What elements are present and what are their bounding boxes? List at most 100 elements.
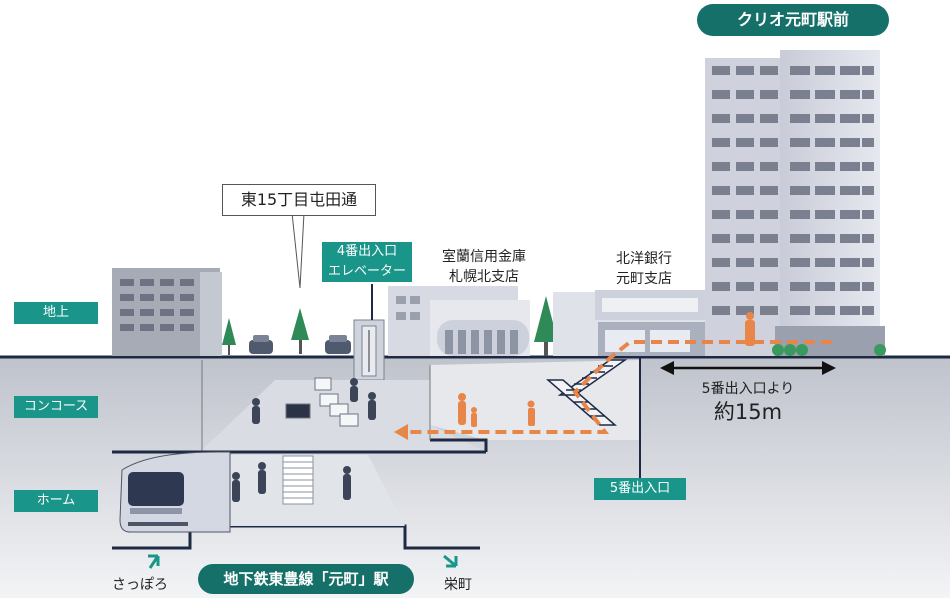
exit4-label-line1: 4番出入口 bbox=[322, 242, 412, 262]
tower-window bbox=[760, 234, 778, 243]
level-concourse-tag: コンコース bbox=[14, 396, 98, 418]
ticket-gates bbox=[285, 377, 359, 427]
tower-window bbox=[736, 234, 754, 243]
tower-window bbox=[815, 114, 835, 123]
tower-window bbox=[736, 90, 754, 99]
tower-window bbox=[790, 186, 810, 195]
tower-window bbox=[790, 114, 810, 123]
tower-window bbox=[712, 66, 730, 75]
tower-window bbox=[790, 306, 810, 315]
tower-window bbox=[815, 66, 835, 75]
tower-window bbox=[815, 90, 835, 99]
muroran-bank-name: 室蘭信用金庫 bbox=[442, 249, 526, 265]
tower-window bbox=[736, 138, 754, 147]
tower-window bbox=[815, 258, 835, 267]
route-arrowhead bbox=[394, 424, 408, 440]
tower-window bbox=[760, 90, 778, 99]
tower-window bbox=[840, 234, 860, 243]
tower-window bbox=[815, 306, 835, 315]
tower-window bbox=[862, 282, 874, 291]
tower-window bbox=[840, 306, 860, 315]
tower-window bbox=[862, 90, 874, 99]
arrow-sapporo bbox=[148, 554, 160, 569]
tower-window bbox=[760, 210, 778, 219]
route-to-exit5 bbox=[400, 340, 832, 434]
hokuyo-bank-building bbox=[553, 290, 713, 356]
tower-window bbox=[760, 186, 778, 195]
hokuyo-bank-name: 北洋銀行 bbox=[616, 251, 672, 267]
tower-window bbox=[815, 186, 835, 195]
tower-window bbox=[862, 234, 874, 243]
tower-window bbox=[736, 162, 754, 171]
tower-window bbox=[760, 114, 778, 123]
tower-window bbox=[760, 306, 778, 315]
tower-window bbox=[840, 66, 860, 75]
street-name-callout: 東15丁目屯田通 bbox=[222, 184, 376, 216]
tower-window bbox=[712, 114, 730, 123]
tower-window bbox=[790, 282, 810, 291]
clio-tower bbox=[705, 50, 885, 356]
building-badge: クリオ元町駅前 bbox=[697, 4, 889, 36]
exit5-stairs bbox=[545, 359, 628, 426]
tower-window bbox=[815, 234, 835, 243]
people-orange bbox=[458, 312, 755, 427]
tower-window bbox=[840, 138, 860, 147]
level-ground-tag: 地上 bbox=[14, 302, 98, 324]
tower-window bbox=[840, 162, 860, 171]
tower-window bbox=[862, 186, 874, 195]
tower-window bbox=[862, 210, 874, 219]
tower-window bbox=[712, 138, 730, 147]
tower-window bbox=[760, 282, 778, 291]
tower-window bbox=[840, 210, 860, 219]
tower-window bbox=[712, 162, 730, 171]
tower-window bbox=[790, 258, 810, 267]
tower-window bbox=[840, 282, 860, 291]
tower-window bbox=[790, 66, 810, 75]
tower-window bbox=[840, 114, 860, 123]
tower-window bbox=[760, 66, 778, 75]
tower-window bbox=[862, 114, 874, 123]
tower-window bbox=[712, 258, 730, 267]
tower-window bbox=[815, 210, 835, 219]
tower-window bbox=[815, 282, 835, 291]
cars bbox=[249, 335, 351, 354]
tower-window bbox=[790, 234, 810, 243]
exit4-label-line2: エレベーター bbox=[322, 262, 412, 282]
distance-arrow bbox=[660, 361, 836, 375]
distance-from-exit5: 5番出入口より bbox=[701, 381, 795, 397]
exit4-elevator-structure bbox=[353, 284, 385, 381]
tower-window bbox=[712, 210, 730, 219]
tower-window bbox=[712, 234, 730, 243]
tower-window bbox=[712, 282, 730, 291]
tower-window bbox=[815, 162, 835, 171]
tower-window bbox=[790, 138, 810, 147]
tower-window bbox=[862, 66, 874, 75]
tower-window bbox=[862, 258, 874, 267]
tower-window bbox=[736, 210, 754, 219]
distance-value: 約15m bbox=[713, 400, 783, 424]
tower-window bbox=[736, 114, 754, 123]
tower-window bbox=[760, 162, 778, 171]
arrow-sakaemachi bbox=[443, 554, 458, 568]
tower-window bbox=[862, 162, 874, 171]
muroran-bank-building bbox=[388, 286, 530, 356]
tower-window bbox=[790, 162, 810, 171]
tower-window bbox=[760, 258, 778, 267]
tower-window bbox=[736, 186, 754, 195]
tower-window bbox=[790, 90, 810, 99]
tower-window bbox=[862, 138, 874, 147]
shrubs bbox=[772, 344, 886, 356]
platform-stairs bbox=[282, 455, 314, 505]
tower-window bbox=[712, 90, 730, 99]
tower-window bbox=[712, 306, 730, 315]
office-building-left bbox=[112, 268, 222, 356]
tower-window bbox=[736, 258, 754, 267]
tower-window bbox=[840, 90, 860, 99]
direction-sapporo: さっぽろ bbox=[112, 577, 168, 593]
tower-window bbox=[736, 282, 754, 291]
exit5-label: 5番出入口 bbox=[594, 478, 686, 500]
people-silhouettes bbox=[232, 378, 376, 502]
tower-window bbox=[815, 138, 835, 147]
